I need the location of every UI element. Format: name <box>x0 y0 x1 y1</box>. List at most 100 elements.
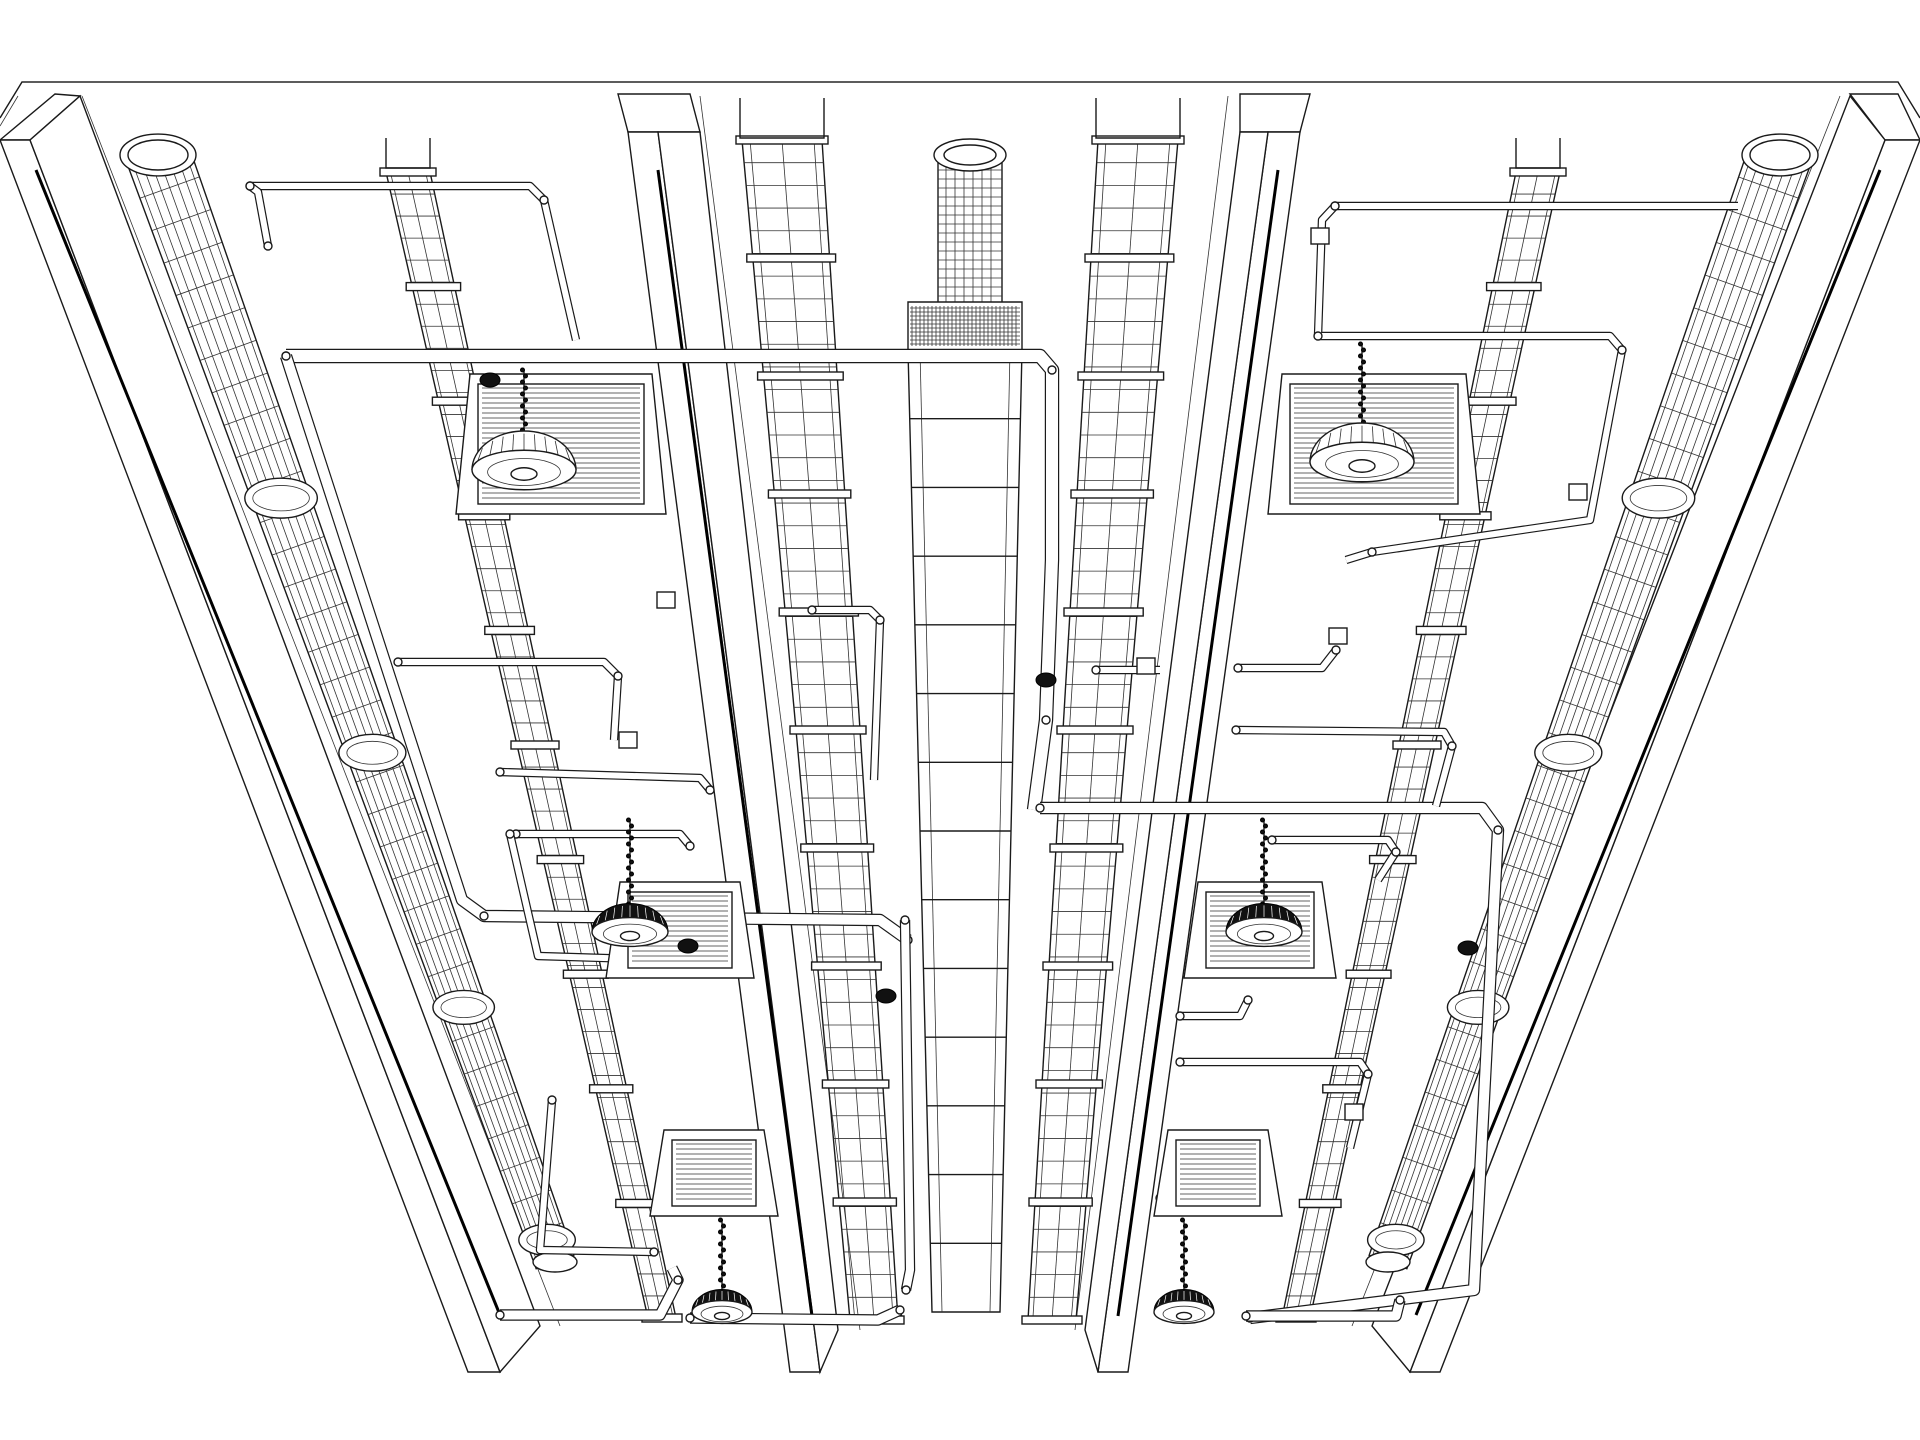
lamp-bulb <box>619 930 641 942</box>
tray-hanger <box>810 961 882 971</box>
lamp-chain-link <box>718 1265 723 1271</box>
tray-hanger <box>767 489 852 499</box>
pipe-clamp <box>263 241 273 251</box>
duct-ring <box>500 1156 540 1172</box>
pipe-clamp <box>1395 1295 1405 1305</box>
duct-flange-inner <box>346 740 399 765</box>
lamp-chain-link <box>1260 829 1265 835</box>
duct-end-cap <box>119 133 197 177</box>
pipe-clamp <box>495 767 505 777</box>
tray-hanger <box>800 843 875 853</box>
vent-face <box>671 1139 757 1207</box>
duct-ring <box>1693 307 1751 329</box>
lamp-chain-link <box>626 841 631 847</box>
duct-flange-inner <box>252 485 310 512</box>
lamp-chain-link <box>721 1259 726 1265</box>
beam-left-outer <box>0 93 561 1374</box>
duct-ring <box>451 1026 495 1043</box>
pipe-clamp <box>901 1285 911 1295</box>
junction-box <box>656 591 676 609</box>
pipe-clamp <box>613 671 623 681</box>
duct-ring <box>1648 438 1704 459</box>
tray-hanger <box>1063 607 1144 617</box>
tray-hanger <box>1298 1198 1342 1209</box>
duct-end-inner <box>1749 139 1811 171</box>
pipe-clamp <box>1233 663 1243 673</box>
duct-flange <box>432 989 496 1026</box>
duct-ring <box>403 895 450 913</box>
lamp-chain-link <box>1358 377 1363 383</box>
pipe-clamp <box>1241 1311 1251 1321</box>
lamp-chain-link <box>1260 889 1265 895</box>
duct-flange-inner <box>1455 996 1502 1019</box>
lamp-rim-inner <box>700 1305 744 1323</box>
pipe-clamp <box>1175 1057 1185 1067</box>
tray-hanger <box>1042 961 1114 971</box>
lamp-chain-link <box>523 421 528 427</box>
duct-ring <box>307 633 359 653</box>
duct-ring <box>379 830 427 848</box>
lamp-chain-link <box>1180 1217 1185 1223</box>
tray-hanger <box>789 725 867 735</box>
lamp-chain-link <box>1361 407 1366 413</box>
duct-ring <box>1716 241 1775 264</box>
pipe-clamp <box>1091 665 1101 675</box>
lamp-chain-link <box>1260 817 1265 823</box>
lamp-chain-link <box>629 847 634 853</box>
lamp-chain-link <box>626 889 631 895</box>
beam-left-inner <box>617 93 861 1375</box>
pipe-core <box>499 769 713 792</box>
pipe-core <box>1272 837 1399 882</box>
pipe-clamp <box>1331 645 1341 655</box>
duct-ring <box>367 797 416 815</box>
lamp-chain-link <box>629 859 634 865</box>
lamp-6 <box>1153 1217 1215 1325</box>
duct-ring <box>235 437 291 459</box>
central-rect-duct <box>907 301 1023 1313</box>
duct-bottom-cap <box>532 1251 578 1273</box>
pendant-lamps <box>471 341 1479 1325</box>
tray-hanger <box>536 854 585 865</box>
lamp-rim-inner <box>603 923 658 945</box>
lamp-chain-link <box>523 373 528 379</box>
duct-ring <box>283 568 336 588</box>
lamp-chain-link <box>1260 877 1265 883</box>
lamp-chain-link <box>721 1223 726 1229</box>
beam-right-inner <box>1074 93 1311 1373</box>
duct-ring <box>1615 536 1668 556</box>
duct-ring <box>463 1058 506 1075</box>
lamp-chain-link <box>1358 353 1363 359</box>
tray-hanger <box>1077 371 1165 381</box>
pipe-clamp <box>1313 331 1323 341</box>
tray-hanger <box>1345 969 1392 979</box>
duct-ring <box>1391 1189 1431 1205</box>
lamp-chain-link <box>520 415 525 421</box>
tray-hanger <box>1070 489 1155 499</box>
lamp-chain-link <box>1183 1223 1188 1229</box>
junction-box <box>1344 1103 1364 1121</box>
pipe-core <box>1235 727 1455 807</box>
duct-left <box>119 133 578 1273</box>
ceiling-outline <box>0 81 1920 127</box>
tray-hanger <box>1021 1315 1083 1325</box>
pipe-core <box>1246 1298 1405 1321</box>
lamp-chain-link <box>523 409 528 415</box>
junction-box <box>1136 657 1156 675</box>
pipe-clamp <box>1175 1011 1185 1021</box>
pipe-fitting <box>875 988 897 1004</box>
pipe-core <box>901 919 914 1291</box>
lamp-chain-link <box>1358 341 1363 347</box>
pipe-clamp <box>705 785 715 795</box>
pipe-core <box>689 1305 902 1325</box>
tray-hanger <box>1049 843 1124 853</box>
pipe-clamp <box>1330 201 1340 211</box>
lamp-5 <box>691 1217 753 1325</box>
duct-right <box>1365 133 1819 1273</box>
center-duct-cap <box>933 138 1007 172</box>
lamp-chain-link <box>626 853 631 859</box>
duct-ring <box>199 339 257 361</box>
pipe-clamp <box>1231 725 1241 735</box>
pipe-clamp <box>1243 995 1253 1005</box>
lamp-chain-link <box>520 391 525 397</box>
